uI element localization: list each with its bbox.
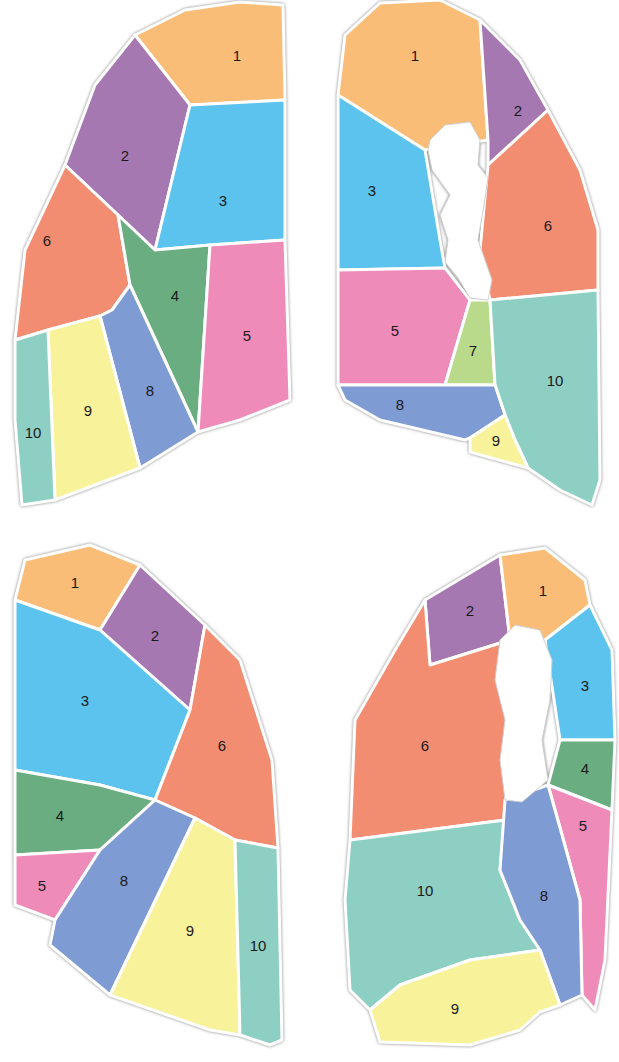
lung-segment (198, 240, 290, 432)
callout-number: 5 (243, 328, 251, 343)
callout-number: 6 (544, 218, 552, 233)
lung-segment (445, 300, 495, 385)
callout-number: 1 (233, 48, 241, 63)
left-lung-lateral (15, 545, 282, 1045)
callout-number: 1 (411, 48, 419, 63)
callout-number: 2 (121, 148, 129, 163)
callout-number: 7 (469, 343, 477, 358)
lung-segment (370, 950, 560, 1045)
callout-number: 6 (421, 738, 429, 753)
callout-number: 3 (581, 678, 589, 693)
callout-number: 2 (514, 103, 522, 118)
callout-number: 8 (396, 397, 404, 412)
callout-number: 8 (540, 888, 548, 903)
callout-number: 3 (219, 193, 227, 208)
callout-number: 5 (579, 818, 587, 833)
callout-number: 10 (25, 425, 42, 440)
callout-number: 4 (171, 288, 179, 303)
callout-number: 2 (466, 603, 474, 618)
callout-number: 9 (186, 923, 194, 938)
callout-number: 10 (547, 373, 564, 388)
callout-number: 10 (417, 883, 434, 898)
lung-segment (490, 290, 600, 505)
callout-number: 10 (250, 938, 267, 953)
callout-number: 9 (84, 403, 92, 418)
callout-number: 5 (38, 878, 46, 893)
callout-number: 3 (81, 693, 89, 708)
lung-segment (350, 600, 510, 840)
lung-segment (155, 100, 285, 250)
lung-segment (545, 605, 615, 740)
lung-segment (470, 415, 528, 468)
callout-number: 2 (151, 628, 159, 643)
callout-number: 9 (451, 1001, 459, 1016)
callout-number: 6 (43, 233, 51, 248)
callout-number: 9 (492, 433, 500, 448)
lung-segment (480, 110, 598, 300)
callout-number: 3 (368, 183, 376, 198)
left-lung-medial (345, 548, 615, 1045)
lung-hilum (428, 122, 492, 300)
lung-segment (110, 818, 240, 1035)
lung-segment (15, 330, 55, 505)
lung-segment (235, 840, 282, 1045)
lung-segment (15, 600, 190, 800)
callout-number: 4 (56, 808, 64, 823)
callout-number: 5 (391, 323, 399, 338)
callout-number: 1 (539, 583, 547, 598)
right-lung-lateral (15, 2, 290, 505)
callout-number: 6 (218, 738, 226, 753)
lung-segment (48, 316, 140, 500)
lung-segment (338, 95, 445, 270)
callout-number: 4 (581, 761, 589, 776)
right-lung-medial (338, 0, 600, 505)
callout-number: 1 (71, 575, 79, 590)
callout-number: 8 (120, 873, 128, 888)
callout-number: 8 (146, 383, 154, 398)
lung-hilum (495, 625, 552, 802)
